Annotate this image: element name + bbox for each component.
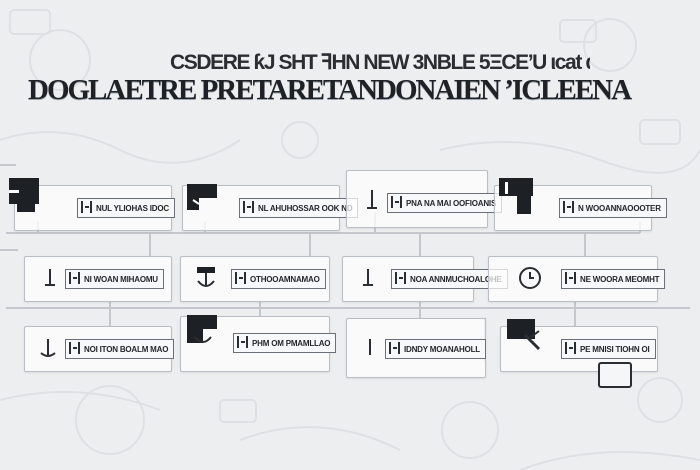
node-label: NE WOORA MEOMHT [561, 269, 666, 289]
diagram-node[interactable]: NE WOORA MEOMHT [488, 256, 666, 302]
diagram-node[interactable]: NOA ANNMUCHOALOHE [342, 256, 508, 302]
pin-icon [357, 335, 383, 361]
node-label: NL AHUHOSSAR OOK ND [239, 198, 359, 218]
black-flag-icon [183, 180, 219, 216]
diagram-node[interactable]: PNA NA MAI OOFIOANIS [346, 170, 503, 228]
node-label: IDNDY MOANAHOLL [385, 339, 486, 359]
pin-icon [35, 335, 61, 361]
node-label: PE MNISI TIOHN OI [561, 339, 656, 359]
diagram-node[interactable]: NOI ITON BOALM MAO [24, 326, 175, 372]
black-flag-icon [497, 176, 537, 216]
diagram-node[interactable]: IDNDY MOANAHOLL [346, 318, 486, 378]
pin-icon [359, 187, 385, 213]
node-label: NOA ANNMUCHOALOHE [391, 269, 508, 289]
node-label: PNA NA MAI OOFIOANIS [387, 193, 503, 213]
node-label: NUL YLIOHAS IDOC [77, 198, 175, 218]
node-label: OTHOOAMNAMAO [231, 269, 326, 289]
diagram-node[interactable]: N WOOANNAOOOTER [494, 178, 667, 231]
anchor-icon [193, 265, 219, 291]
black-flag-icon [185, 313, 223, 351]
node-label: NI WOAN MIHAOMU [65, 269, 164, 289]
diagram-node[interactable]: OTHOOAMNAMAO [180, 256, 330, 302]
clock-icon [517, 265, 543, 291]
node-label: PHM OM PMAMLLAO [233, 333, 337, 353]
diagram-node[interactable]: NI WOAN MIHAOMU [24, 256, 172, 302]
diagram-title: DOGLAETRE PRETARETANDONAIEN ’ICLEENA [28, 74, 632, 106]
diagram-node[interactable]: PHM OM PMAMLLAO [180, 313, 337, 372]
pin-icon [355, 265, 381, 291]
node-label: N WOOANNAOOOTER [559, 198, 667, 218]
pin-icon [37, 265, 63, 291]
diagram-node[interactable]: NL AHUHOSSAR OOK ND [182, 184, 359, 231]
diagram-node[interactable]: NUL YLIOHAS IDOC [9, 178, 175, 231]
black-flag-icon [505, 317, 545, 357]
black-flag-icon [7, 176, 47, 216]
diagram-subtitle: CSDERE ƙJ SHT ꟻНN NEW 3NB­LE 5ΞCЕ’U ιcat… [170, 51, 590, 74]
node-label: NOI ITON BOALM MAO [65, 339, 175, 359]
tray-icon [598, 362, 632, 388]
diagram-node[interactable]: PE MNISI TIOHN OI [500, 319, 658, 372]
